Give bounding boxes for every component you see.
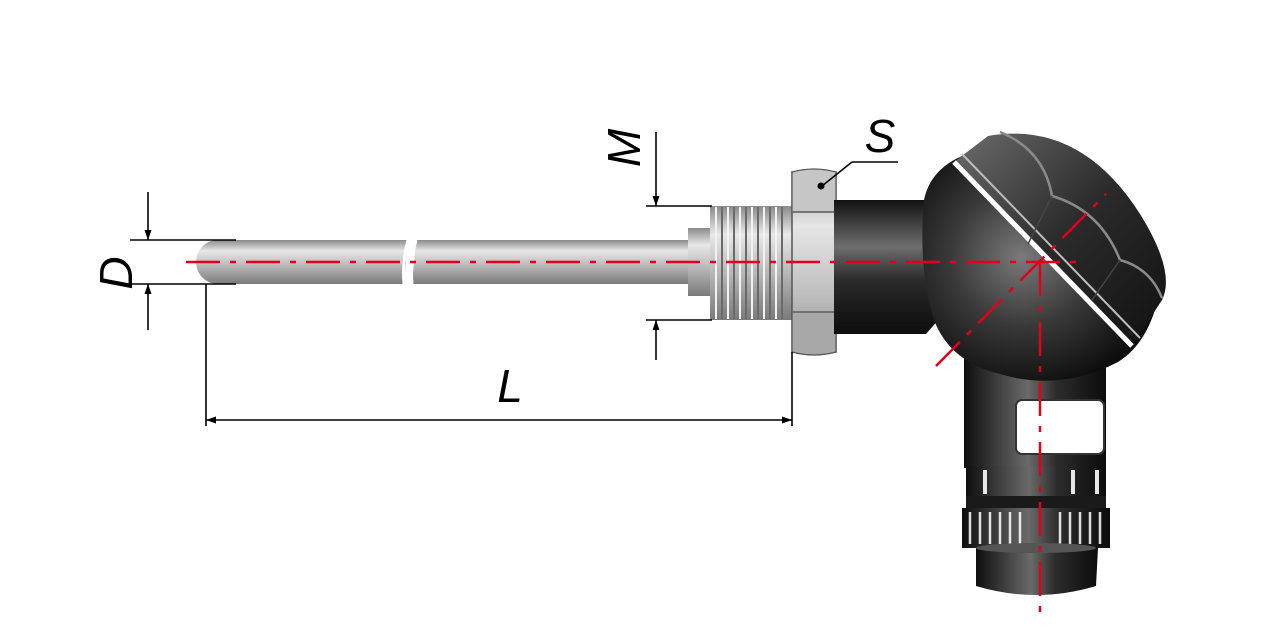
diagonal-axis [935, 193, 1107, 367]
leader-dot [817, 182, 825, 190]
label-thread: M [598, 128, 650, 167]
dimension-d [130, 192, 236, 330]
label-hex-size: S [865, 110, 896, 162]
cable-gland [962, 356, 1110, 595]
neck [834, 200, 940, 334]
label-length: L [497, 360, 523, 412]
dimension-l [205, 284, 793, 426]
dimension-m [646, 132, 712, 360]
centerlines [186, 193, 1107, 618]
label-diameter: D [90, 256, 142, 289]
head-lid [952, 130, 1166, 348]
dimension-s [821, 161, 898, 187]
